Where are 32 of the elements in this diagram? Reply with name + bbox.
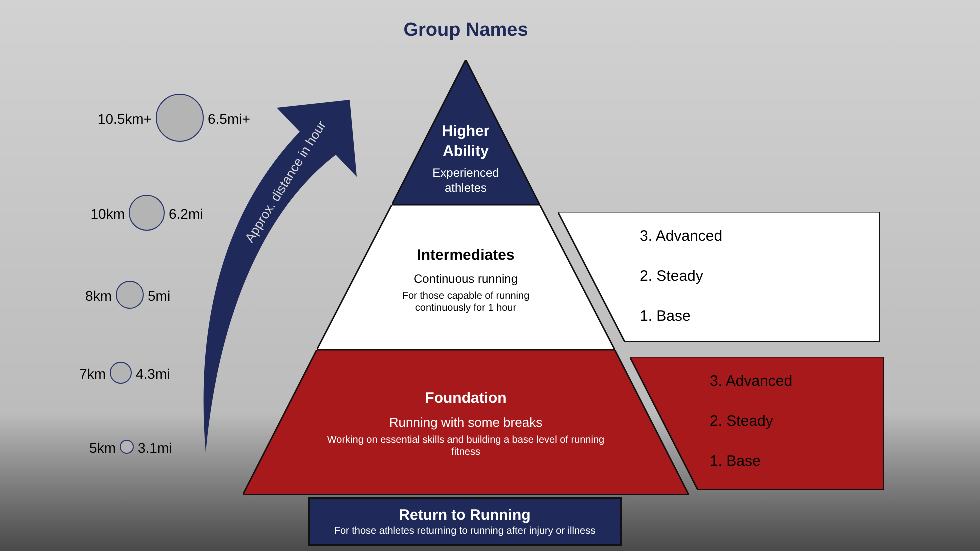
tier-description: Running with some breaks — [389, 414, 543, 430]
tier-description: Continuous running — [414, 272, 518, 286]
subgroup-item: 2. Steady — [710, 412, 774, 432]
pyramid-tier — [243, 350, 689, 495]
distance-label: 10km — [90, 205, 125, 224]
distance-label: 4.3mi — [136, 365, 170, 384]
tier-heading: Higher Ability — [441, 122, 491, 162]
distance-label: 6.5mi+ — [208, 110, 250, 129]
tier-description: For those capable of running continuously for 1 hour — [401, 290, 531, 314]
distance-label: 7km — [80, 365, 106, 384]
distance-label: 8km — [86, 287, 112, 306]
tier-description: Experienced athletes — [432, 166, 500, 196]
distance-label: 6.2mi — [169, 205, 204, 224]
subgroup-panel — [558, 212, 880, 342]
level-box — [308, 497, 622, 546]
title: Group Names — [402, 19, 530, 43]
subgroup-item: 3. Advanced — [640, 227, 723, 247]
tier-description: Working on essential skills and building a base level of running fitness — [326, 434, 606, 458]
distance-label: 5mi — [148, 287, 171, 306]
level-text: For those athletes returning to running after injury or illness — [334, 526, 596, 538]
subgroup-panel — [630, 357, 884, 490]
subgroup-item: 3. Advanced — [710, 372, 793, 392]
subgroup-item: 1. Base — [710, 452, 762, 472]
tier-heading: Intermediates — [417, 246, 515, 266]
distance-label: 10.5km+ — [98, 110, 152, 129]
subgroup-item: 1. Base — [640, 307, 692, 327]
subgroup-item: 2. Steady — [640, 267, 704, 287]
distance-label: 3.1mi — [138, 439, 172, 458]
distance-label: 5km — [90, 439, 116, 458]
level-text: Return to Running — [399, 506, 531, 526]
pyramid-tier — [317, 205, 615, 350]
tier-heading: Foundation — [425, 389, 507, 409]
